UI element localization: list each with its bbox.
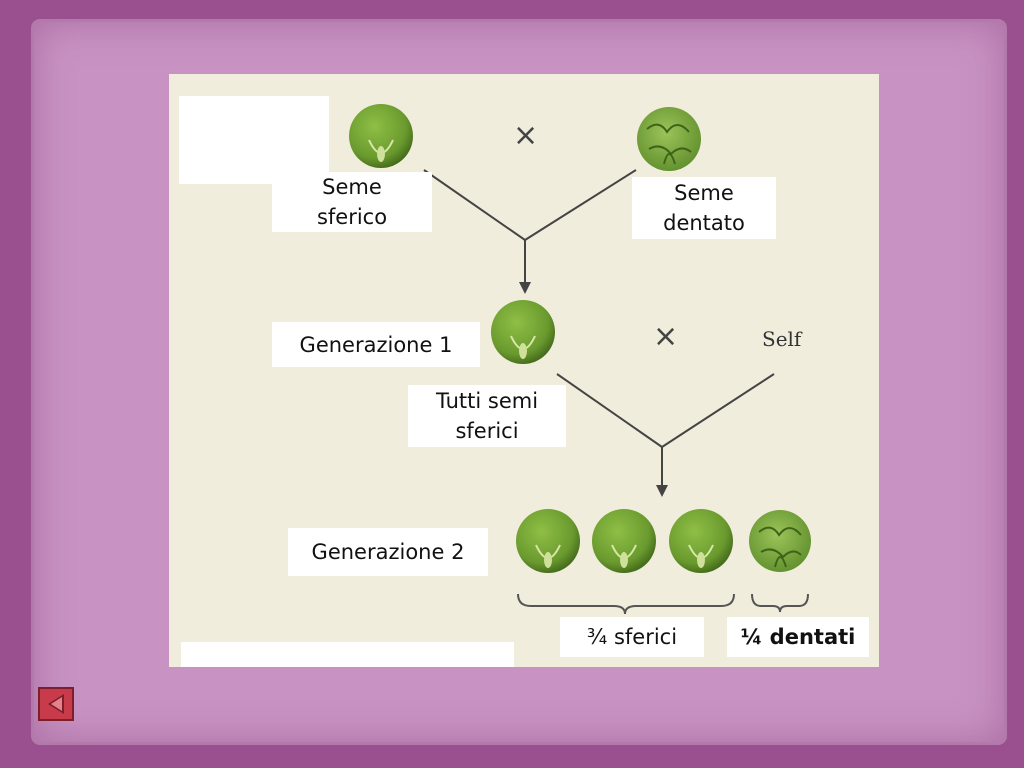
back-button[interactable] [38,687,74,721]
label-three-quarters-round: ¾ sferici [560,617,704,657]
generation2-round-seed-1 [516,509,580,573]
label-one-quarter-wrinkled: ¼ dentati [727,617,869,657]
back-arrow-icon [48,694,64,714]
genetics-diagram: × × Self [169,74,879,667]
cross-symbol-1: × [513,118,539,153]
parent-round-seed [349,104,413,168]
label-seme-sferico: Seme sferico [272,172,432,232]
cross-symbol-2: × [653,319,679,354]
parent-wrinkled-seed [637,107,701,171]
label-generazione-2: Generazione 2 [288,528,488,576]
label-seme-dentato: Seme dentato [632,177,776,239]
label-tutti-semi-sferici: Tutti semi sferici [408,385,566,447]
label-generazione-1: Generazione 1 [272,322,480,367]
generation2-round-seed-3 [669,509,733,573]
white-patch-top [179,96,329,184]
generation1-seed [491,300,555,364]
generation2-round-seed-2 [592,509,656,573]
diagram-lines [349,104,811,615]
white-patch-bottom [181,642,514,667]
self-label: Self [762,327,802,351]
generation2-wrinkled-seed [749,510,811,572]
